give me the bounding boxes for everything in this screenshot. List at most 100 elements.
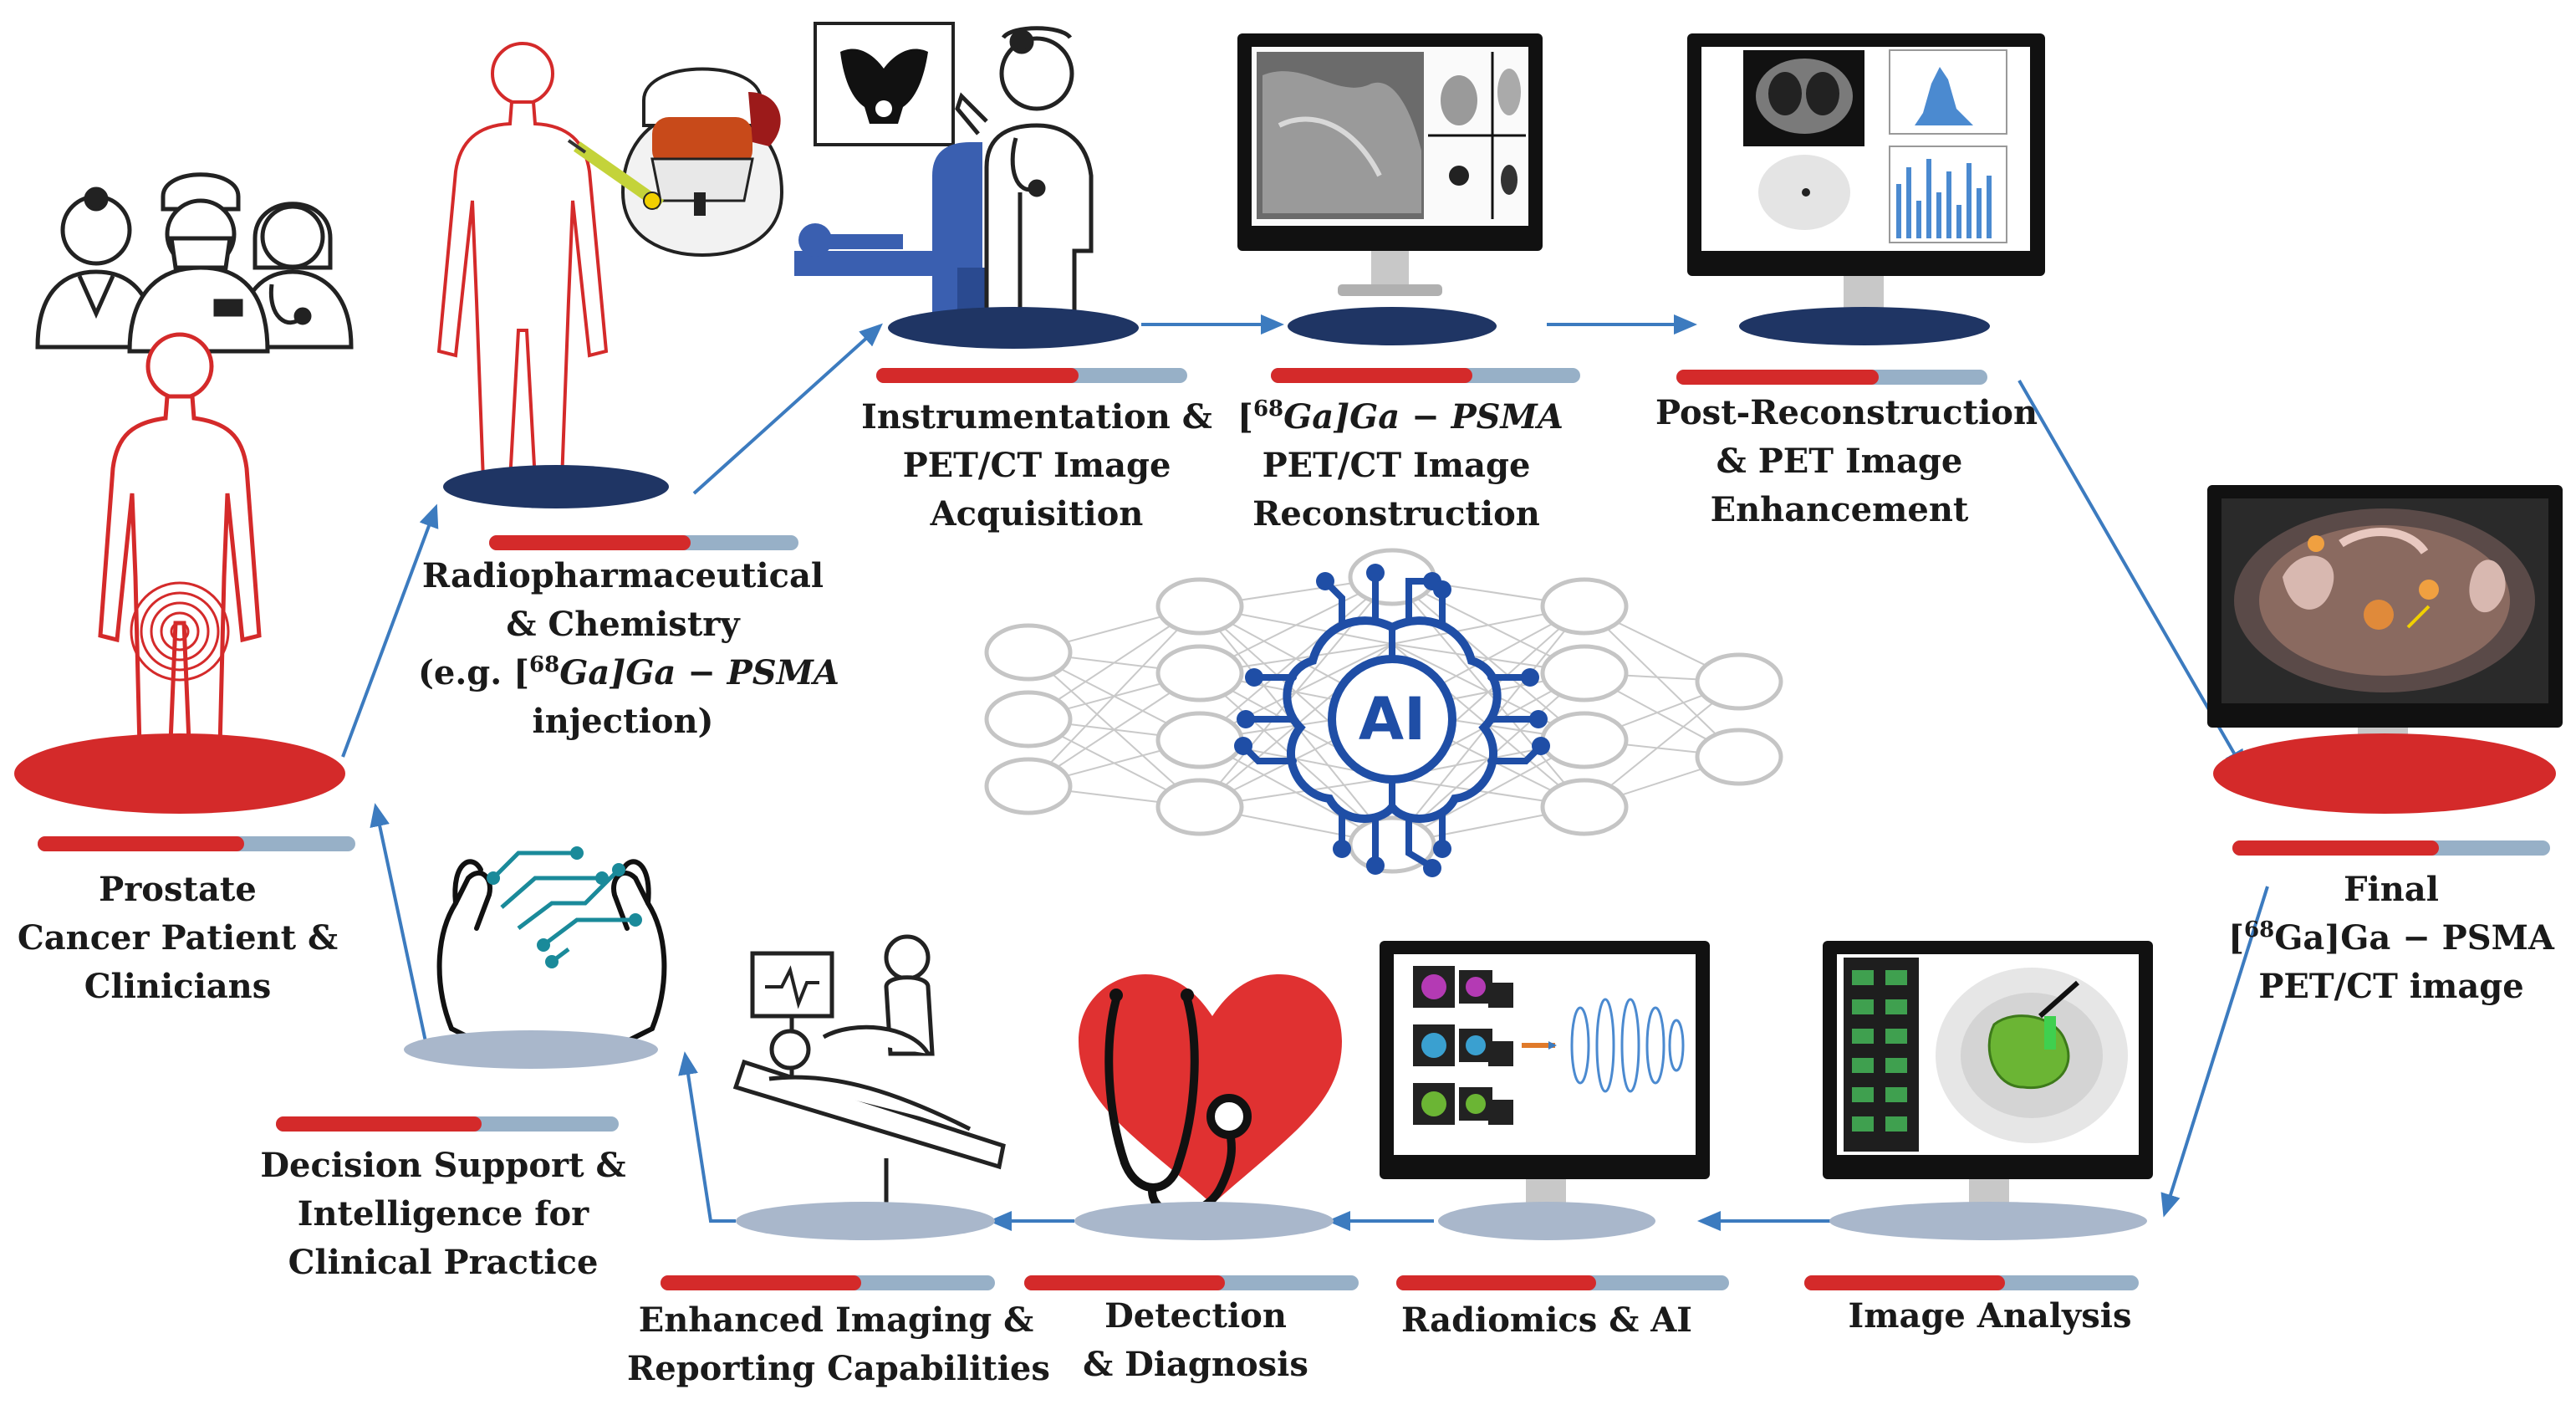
nn-node (984, 757, 1073, 815)
label-final-line-2: [68Ga]Ga − PSMA (2228, 917, 2554, 958)
label-enhanced: Enhanced Imaging & Reporting Capabilitie… (627, 1296, 1050, 1393)
label-acquisition-line-3: Acquisition (930, 494, 1144, 534)
stage-detection (1074, 974, 1342, 1240)
enhanced-platform (736, 1202, 995, 1240)
arrow-radiopharm-to-acquisition (692, 323, 883, 495)
ai-chip-brain-icon: AI (1234, 564, 1550, 877)
progress-fill-final (2232, 840, 2439, 856)
patient-body-icon (98, 332, 262, 784)
progress-fill-patient (38, 836, 244, 851)
label-enhanced-line-2: Reporting Capabilities (627, 1349, 1050, 1388)
label-radiopharm-line-3: (e.g. [68Ga]Ga − PSMA (418, 652, 839, 692)
nn-edge (1199, 576, 1393, 808)
nn-node (1695, 652, 1783, 711)
doctor-icon (955, 26, 1094, 329)
nn-node (1155, 778, 1244, 836)
image-analysis-platform (1829, 1202, 2147, 1240)
stage-post-recon (1687, 33, 2045, 345)
label-detection: Detection & Diagnosis (1045, 1292, 1346, 1389)
label-radiomics: Radiomics & AI (1388, 1296, 1706, 1345)
label-radiopharm-line-2: & Chemistry (506, 605, 740, 644)
label-acquisition: Instrumentation & PET/CT Image Acquisiti… (861, 393, 1212, 539)
detection-platform (1074, 1202, 1334, 1240)
label-enhanced-line-1: Enhanced Imaging & (638, 1300, 1034, 1340)
progress-fill-acquisition (876, 368, 1079, 383)
label-reconstruction: [68Ga]Ga − PSMA PET/CT Image Reconstruct… (1237, 393, 1563, 539)
stage-reconstruction (1237, 33, 1543, 345)
label-reconstruction-line-3: Reconstruction (1252, 494, 1540, 534)
clinicians-icon (35, 172, 354, 354)
nn-node (1540, 778, 1629, 836)
radiomics-monitor-icon (1380, 941, 1710, 1217)
doctor-patient-imaging-icon (732, 934, 1006, 1219)
progress-fill-image-analysis (1804, 1275, 2005, 1290)
person-outline-icon (436, 42, 609, 483)
progress-fill-post-recon (1676, 370, 1879, 385)
stage-acquisition (794, 22, 1139, 349)
label-patient-line-2: Cancer Patient & (17, 918, 339, 958)
flow-arrows (341, 314, 2269, 1231)
nn-node (1540, 577, 1629, 636)
label-radiopharm-line-4: injection) (532, 702, 714, 741)
nn-node (1695, 728, 1783, 786)
nn-edge (1199, 576, 1393, 741)
label-radiomics-line-1: Radiomics & AI (1400, 1300, 1693, 1340)
progress-fill-decision (276, 1116, 482, 1132)
nn-node (984, 690, 1073, 748)
radiomics-platform (1438, 1202, 1655, 1240)
stage-decision (404, 846, 667, 1069)
label-decision-line-1: Decision Support & (260, 1146, 626, 1185)
label-reconstruction-line-1: [68Ga]Ga − PSMA (1237, 396, 1563, 437)
progress-fill-detection (1024, 1275, 1225, 1290)
final-platform (2213, 733, 2556, 814)
pelvis-icon (840, 49, 928, 124)
arrow-final-to-analysis (2160, 886, 2269, 1218)
nn-node (984, 623, 1073, 682)
acquisition-platform (888, 307, 1139, 349)
label-image-analysis-line-1: Image Analysis (1848, 1296, 2132, 1336)
stage-enhanced (732, 934, 1006, 1240)
label-decision: Decision Support & Intelligence for Clin… (255, 1142, 631, 1287)
post-recon-platform (1739, 307, 1990, 345)
progress-fill-radiomics (1396, 1275, 1596, 1290)
progress-bars (38, 368, 2550, 1290)
label-post-recon: Post-Reconstruction & PET Image Enhancem… (1655, 389, 2038, 534)
tumor-target-icon (130, 581, 230, 682)
stage-image-analysis (1823, 941, 2153, 1240)
label-reconstruction-line-2: PET/CT Image (1262, 446, 1531, 485)
progress-fill-radiopharm (489, 535, 691, 550)
reconstruction-monitor-icon (1237, 33, 1543, 296)
stage-radiopharm (436, 42, 784, 508)
label-acquisition-line-1: Instrumentation & (861, 397, 1212, 437)
stage-radiomics (1380, 941, 1710, 1240)
nn-node (1540, 644, 1629, 702)
progress-fill-reconstruction (1271, 368, 1472, 383)
stage-patient (14, 172, 354, 814)
label-patient-line-3: Clinicians (84, 967, 272, 1006)
nn-node (1348, 548, 1436, 606)
label-acquisition-line-2: PET/CT Image (902, 446, 1171, 485)
arrow-post-to-final (2017, 380, 2246, 774)
progress-fill-enhanced (661, 1275, 861, 1290)
patient-platform (14, 733, 345, 814)
nn-edge (1028, 605, 1201, 787)
label-final-line-1: Final (2344, 870, 2439, 909)
reconstruction-platform (1288, 307, 1497, 345)
label-radiopharm-line-1: Radiopharmaceutical (421, 556, 824, 595)
label-post-recon-line-1: Post-Reconstruction (1655, 393, 2038, 432)
stage-final (2207, 485, 2563, 814)
hands-circuit-icon (436, 846, 667, 1056)
ai-label: AI (1359, 685, 1426, 754)
nn-node (1155, 711, 1244, 769)
label-patient-line-1: Prostate (99, 870, 257, 909)
label-image-analysis: Image Analysis (1831, 1292, 2149, 1341)
chemist-icon (567, 67, 784, 258)
label-detection-line-1: Detection (1104, 1296, 1287, 1336)
nn-node (1155, 644, 1244, 702)
arrow-patient-to-radiopharm (341, 503, 439, 758)
decision-platform (404, 1030, 658, 1069)
label-post-recon-line-3: Enhancement (1710, 490, 1969, 529)
post-recon-monitor-icon (1687, 33, 2045, 323)
arrow-enhanced-to-decision (678, 1051, 736, 1223)
